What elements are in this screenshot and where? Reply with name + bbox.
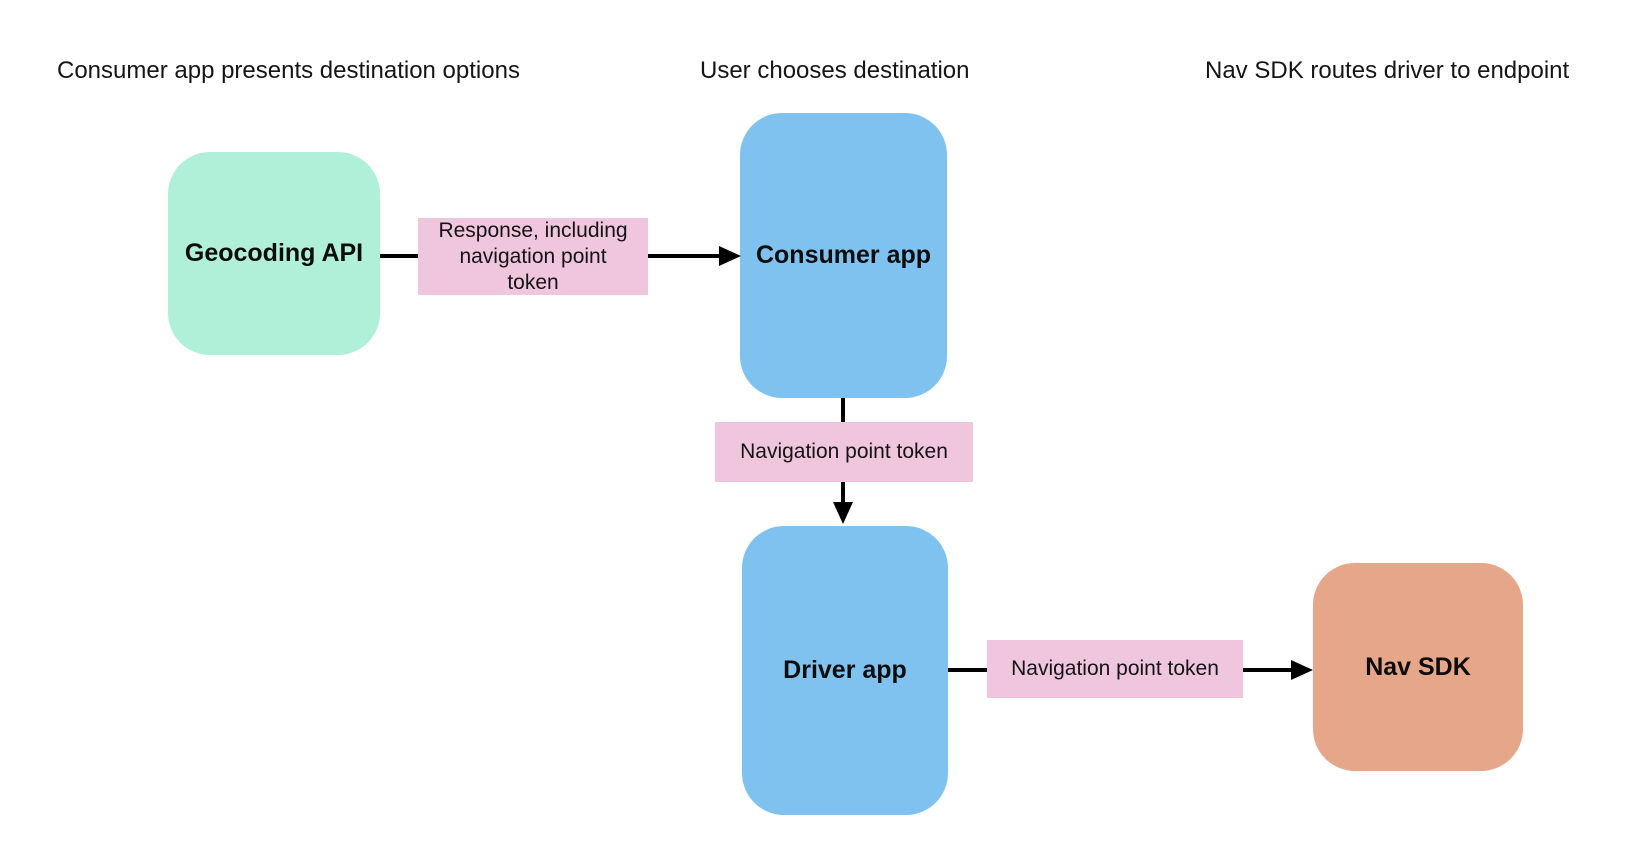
edge-label-navigation-point-token-horizontal: Navigation point token [987,640,1243,698]
node-label-driver-app: Driver app [783,656,907,684]
node-consumer-app: Consumer app [740,113,947,398]
node-label-nav-sdk: Nav SDK [1365,652,1471,681]
column-header-navsdk-routes: Nav SDK routes driver to endpoint [1205,57,1570,84]
column-header-consumer-presents: Consumer app presents destination option… [57,57,520,84]
column-header-user-chooses: User chooses destination [700,57,970,84]
node-geocoding-api: Geocoding API [168,152,380,355]
edge-label-response-including-token: Response, including navigation point tok… [418,218,648,295]
node-nav-sdk: Nav SDK [1313,563,1523,771]
node-label-consumer-app: Consumer app [755,241,932,269]
node-driver-app: Driver app [742,526,948,815]
node-label-geocoding-api: Geocoding API [184,239,364,267]
edge-label-navigation-point-token-vertical: Navigation point token [715,422,973,482]
